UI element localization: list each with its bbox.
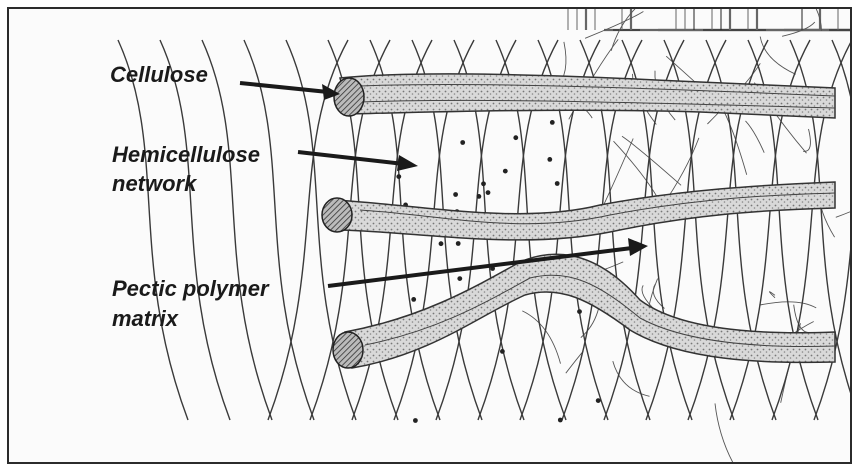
top-fibril-end <box>334 78 364 116</box>
cellulose-arrow <box>240 83 328 92</box>
bottom-fibril-end <box>333 332 363 368</box>
middle-fibril-end <box>322 198 352 232</box>
label-arrows <box>240 83 648 286</box>
network-label: network <box>112 171 196 197</box>
cellulose-microfibrils <box>322 74 835 368</box>
matrix-label: matrix <box>112 306 178 332</box>
hemicellulose-label: Hemicellulose <box>112 142 260 168</box>
pectic-polymer-label: Pectic polymer <box>112 276 269 302</box>
cellulose-label: Cellulose <box>110 62 208 88</box>
